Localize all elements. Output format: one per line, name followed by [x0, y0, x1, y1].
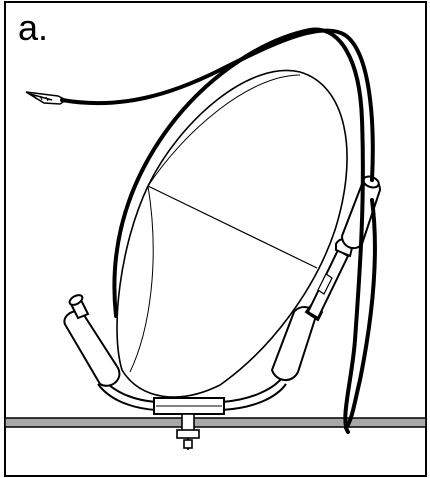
reflector-dish — [116, 69, 348, 398]
table-surface — [4, 417, 427, 428]
left-handle-grip — [63, 294, 121, 387]
panel-label: a. — [18, 7, 49, 48]
thick-cables — [60, 27, 377, 434]
mount-bolt — [176, 413, 200, 450]
mount-clamp — [153, 397, 225, 415]
frame-border — [4, 1, 427, 477]
alligator-clip-icon — [25, 91, 68, 105]
